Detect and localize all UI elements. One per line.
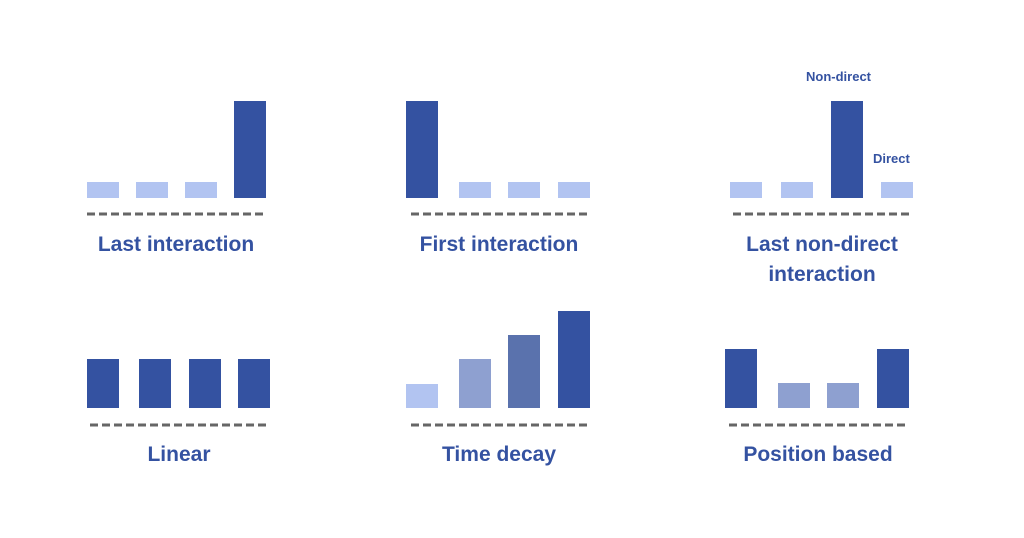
linear-bar-1: [87, 359, 119, 408]
last-interaction-bar-2: [136, 182, 168, 198]
time-decay-bar-3: [508, 335, 540, 408]
last-non-direct-interaction-bar-1: [730, 182, 762, 198]
position-based-bar-2: [778, 383, 810, 408]
last-non-direct-interaction-bar-2: [781, 182, 813, 198]
linear-bar-4: [238, 359, 270, 408]
title-position-based: Position based: [743, 443, 893, 466]
title-last-interaction: Last interaction: [97, 233, 255, 256]
time-decay-bar-1: [406, 384, 438, 408]
first-interaction-bar-2: [459, 182, 491, 198]
position-based-bar-1: [725, 349, 757, 408]
first-interaction-bar-3: [508, 182, 540, 198]
last-interaction-bar-4: [234, 101, 266, 198]
linear-bar-2: [139, 359, 171, 408]
first-interaction-bar-1: [406, 101, 438, 198]
label-direct: Direct: [873, 151, 910, 166]
last-interaction-bar-1: [87, 182, 119, 198]
linear-bar-3: [189, 359, 221, 408]
time-decay-bar-4: [558, 311, 590, 408]
first-interaction-bar-4: [558, 182, 590, 198]
last-non-direct-interaction-bar-3: [831, 101, 863, 198]
last-interaction-bar-3: [185, 182, 217, 198]
title-linear: Linear: [147, 443, 211, 466]
position-based-bar-3: [827, 383, 859, 408]
label-non-direct: Non-direct: [806, 69, 871, 84]
title-time-decay: Time decay: [441, 443, 556, 466]
title-last-non-direct-interaction: Last non-direct interaction: [746, 233, 898, 286]
title-first-interaction: First interaction: [419, 233, 579, 256]
time-decay-bar-2: [459, 359, 491, 408]
position-based-bar-4: [877, 349, 909, 408]
last-non-direct-interaction-bar-4: [881, 182, 913, 198]
